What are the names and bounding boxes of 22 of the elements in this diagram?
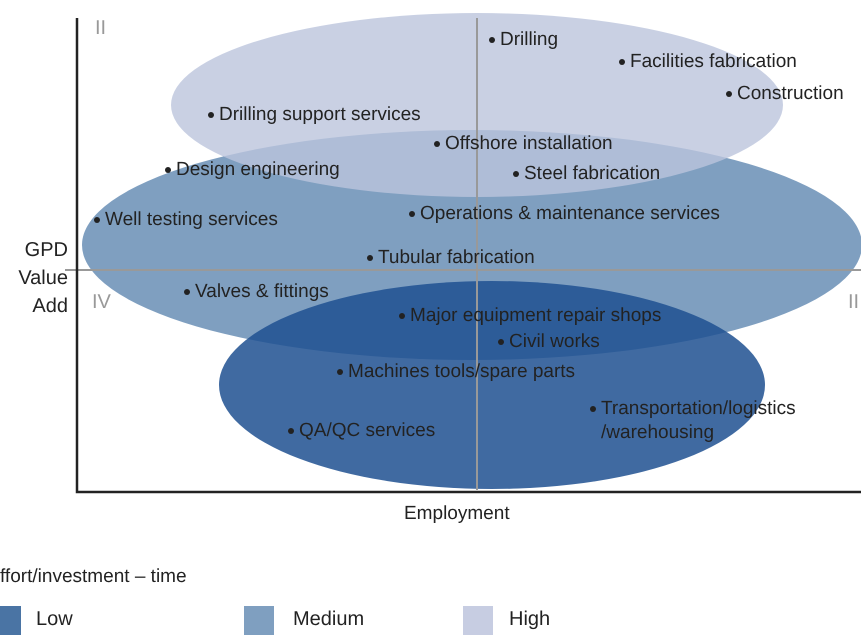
bullet-item: Offshore installation bbox=[434, 132, 613, 156]
quadrant-label: IV bbox=[92, 290, 111, 314]
bullet-item: QA/QC services bbox=[288, 419, 436, 443]
bullet-item: Design engineering bbox=[165, 158, 340, 182]
legend-title: ffort/investment – time bbox=[0, 565, 187, 589]
legend-label: Low bbox=[36, 607, 73, 631]
quadrant-label: II bbox=[95, 16, 106, 40]
bullet-item: Construction bbox=[726, 82, 844, 106]
axis-label: Employment bbox=[404, 502, 510, 526]
bullet-item: Drilling support services bbox=[208, 103, 421, 127]
quadrant-label: II bbox=[848, 290, 860, 314]
bullet-item: Tubular fabrication bbox=[367, 246, 535, 270]
bullet-item: Facilities fabrication bbox=[619, 50, 797, 74]
bullet-item: Well testing services bbox=[94, 208, 278, 232]
legend-label: High bbox=[509, 607, 550, 631]
bullet-item: Drilling bbox=[489, 28, 558, 52]
legend-label: Medium bbox=[293, 607, 364, 631]
bullet-item: Valves & fittings bbox=[184, 280, 329, 304]
axis-label: GPD Value Add bbox=[17, 238, 68, 319]
bullet-item: Steel fabrication bbox=[513, 162, 660, 186]
bullet-item: Operations & maintenance services bbox=[409, 202, 720, 226]
bullet-item: Civil works bbox=[498, 330, 600, 354]
